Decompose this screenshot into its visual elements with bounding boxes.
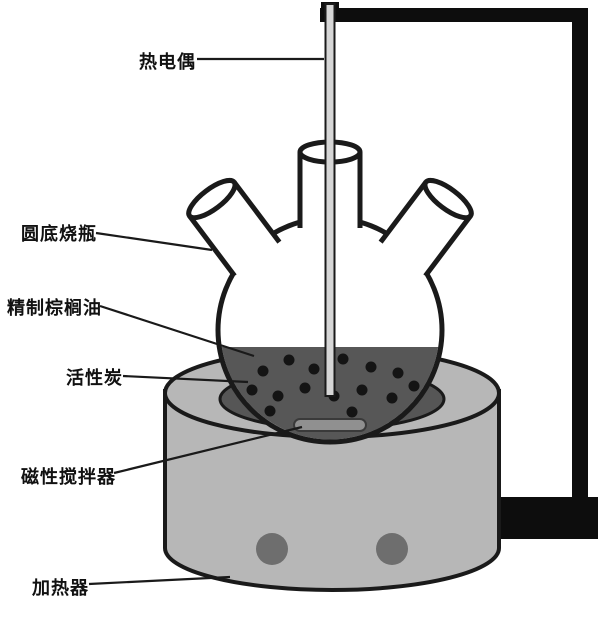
label-activated-carbon: 活性炭 — [66, 368, 123, 388]
label-magnetic-stirrer: 磁性搅拌器 — [21, 467, 116, 487]
stand-right-bar — [572, 8, 588, 520]
heater-knob-right — [376, 533, 408, 565]
label-thermocouple: 热电偶 — [139, 52, 196, 72]
stand-top-bar — [320, 8, 588, 22]
leader-line-flask — [95, 231, 213, 252]
heater-knob-left — [256, 533, 288, 565]
label-heater: 加热器 — [32, 578, 89, 598]
leader-line-palm-oil — [99, 304, 255, 358]
magnetic-stir-bar — [293, 418, 367, 432]
flask-neck-right — [378, 177, 474, 278]
leader-line-heater — [88, 575, 231, 586]
thermocouple-rod — [324, 3, 336, 397]
stand-clamp-block — [488, 497, 598, 539]
label-round-bottom-flask: 圆底烧瓶 — [21, 224, 97, 244]
leader-line-activated-carbon — [122, 374, 249, 384]
leader-lines — [88, 57, 324, 586]
flask-neck-left — [186, 177, 282, 278]
support-stand — [320, 2, 598, 539]
label-refined-palm-oil: 精制棕榈油 — [7, 298, 102, 318]
leader-line-stirrer — [113, 425, 303, 475]
